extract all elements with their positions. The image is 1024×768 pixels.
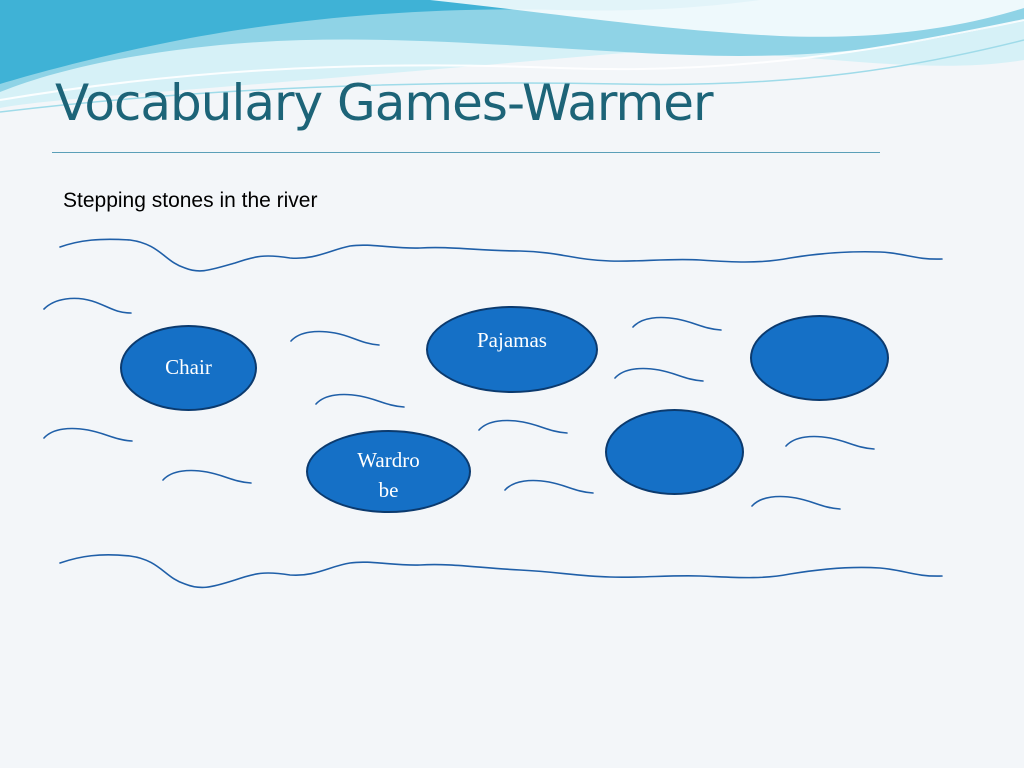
ripple: [785, 435, 875, 450]
wave-band-deep: [0, 0, 760, 84]
river-bank-top: [59, 238, 943, 272]
stone-pajamas: Pajamas: [426, 306, 598, 393]
stone-blank: [750, 315, 889, 401]
wave-line-2: [0, 39, 1024, 113]
stone-chair-label: Chair: [165, 355, 212, 380]
ripple: [614, 367, 704, 382]
ripple: [478, 419, 568, 434]
slide-title: Vocabulary Games-Warmer: [55, 74, 714, 132]
ripple: [632, 316, 722, 331]
title-underline: [52, 152, 880, 153]
ripple: [751, 495, 841, 510]
stone-wardrobe-label: Wardro be: [357, 448, 420, 502]
slide-subtitle: Stepping stones in the river: [63, 189, 318, 212]
header-wave-decoration: [0, 0, 1024, 113]
stone-pajamas-label: Pajamas: [477, 327, 547, 352]
wave-line-1: [0, 19, 1024, 101]
ripple: [315, 393, 405, 408]
wave-band-crest: [430, 0, 1024, 37]
ripple: [162, 469, 252, 484]
river-strokes: [43, 238, 943, 589]
stone-wardrobe: Wardro be: [306, 430, 471, 513]
stone-blank: [605, 409, 744, 495]
stone-chair: Chair: [120, 325, 257, 411]
river-bank-bottom: [59, 554, 943, 589]
ripple: [290, 330, 380, 346]
ripple: [43, 297, 132, 314]
ripple: [504, 479, 594, 494]
ripple: [43, 427, 133, 442]
